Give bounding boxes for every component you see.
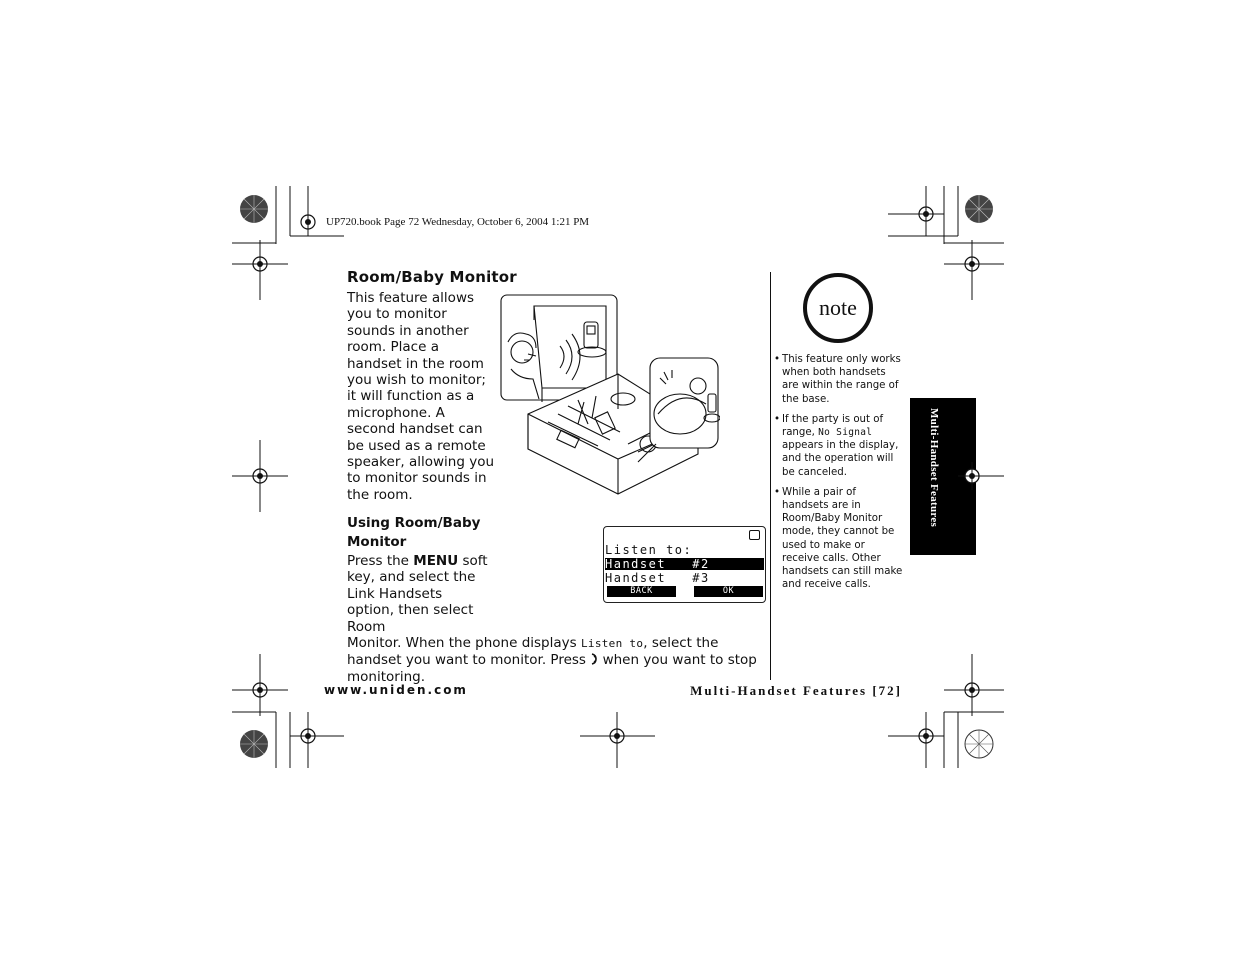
note-item-lcd-text: No Signal <box>818 427 873 439</box>
file-info-header: UP720.book Page 72 Wednesday, October 6,… <box>326 216 590 228</box>
end-call-icon <box>592 653 598 666</box>
lcd-listen-inline: Listen to <box>580 637 644 651</box>
lcd-softkey-ok: OK <box>694 586 763 597</box>
step-a-text: soft key, and select the Link Handsets o… <box>347 553 488 635</box>
battery-icon <box>749 530 760 540</box>
note-badge: note <box>803 273 873 343</box>
subsection-heading: Using Room/Baby Monitor <box>347 514 497 552</box>
room-monitor-illustration <box>500 294 720 495</box>
bullet-icon: • <box>774 486 781 498</box>
note-item: • This feature only works when both hand… <box>774 353 904 406</box>
section-title: Room/Baby Monitor <box>347 268 517 286</box>
column-divider <box>770 272 771 680</box>
subsection-heading-line1: Using Room/Baby <box>347 515 481 531</box>
note-item-text: While a pair of handsets are in Room/Bab… <box>782 486 903 591</box>
side-registration-mark <box>958 462 986 490</box>
step-c-text: , select the handset you want to monitor… <box>347 635 719 669</box>
lcd-softkey-back: BACK <box>607 586 676 597</box>
bullet-icon: • <box>774 354 781 365</box>
note-badge-label: note <box>819 295 857 320</box>
note-item: • While a pair of handsets are in Room/B… <box>774 486 904 592</box>
footer-website: www.uniden.com <box>324 683 468 697</box>
lcd-display: Listen to: Handset #2 Handset #3 BACK OK <box>603 526 766 603</box>
intro-paragraph: This feature allows you to monitor sound… <box>347 290 495 503</box>
lcd-line-2-selected: Handset #2 <box>605 558 764 570</box>
note-item: • If the party is out of range, No Signa… <box>774 413 904 479</box>
side-tab-label: Multi-Handset Features <box>928 408 940 528</box>
bullet-icon: • <box>774 413 781 425</box>
note-list: • This feature only works when both hand… <box>774 353 904 598</box>
lcd-line-3: Handset #3 <box>605 571 710 585</box>
step-d-text: when you want to stop monitoring. <box>347 652 757 685</box>
instructions-narrow-block: Press the MENU soft key, and select the … <box>347 553 492 635</box>
footer-section-page: Multi-Handset Features [72] <box>690 683 902 698</box>
note-item-post: appears in the display, and the operatio… <box>782 440 899 478</box>
note-item-text: This feature only works when both handse… <box>782 354 901 405</box>
note-item-pre: If the party is out of range, <box>782 413 884 439</box>
subsection-heading-line2: Monitor <box>347 534 407 550</box>
press-text: Press the <box>347 553 409 569</box>
step-b-text: Monitor. When the phone displays <box>347 635 577 652</box>
menu-key-label: MENU <box>413 553 459 569</box>
lcd-line-1: Listen to: <box>605 543 693 557</box>
instructions-paragraph: Press the MENU soft key, and select the … <box>347 553 767 685</box>
